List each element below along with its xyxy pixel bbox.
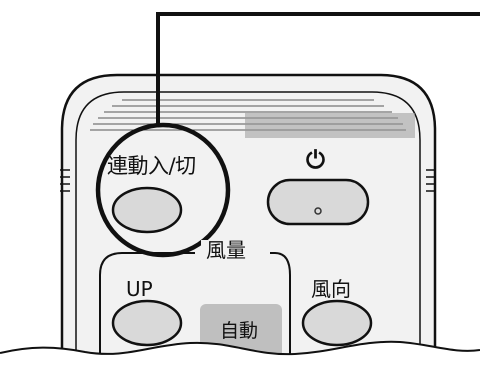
auto-label: 自動 [220, 320, 259, 342]
led-indicator-icon [314, 207, 322, 215]
side-grip-right [426, 169, 436, 192]
grille-dark-band [245, 113, 415, 138]
wind-direction-button[interactable] [301, 299, 373, 347]
fan-up-label: UP [126, 277, 153, 301]
fan-speed-group-frame [99, 252, 291, 367]
power-icon: ⏻ [306, 146, 325, 174]
leader-line [156, 12, 480, 126]
link-toggle-label: 連動入/切 [107, 154, 196, 178]
remote-body [60, 73, 437, 367]
fan-up-button[interactable] [111, 299, 183, 347]
fan-speed-label: 風量 [201, 240, 251, 260]
power-button[interactable] [266, 178, 370, 226]
side-grip-left [60, 169, 70, 192]
remote-inner-edge [75, 91, 421, 367]
wavy-cut-line [0, 340, 480, 356]
highlight-circle [95, 122, 231, 258]
link-toggle-button[interactable] [111, 186, 183, 234]
wavy-cut-edge [0, 341, 480, 367]
wind-direction-label: 風向 [311, 277, 351, 301]
